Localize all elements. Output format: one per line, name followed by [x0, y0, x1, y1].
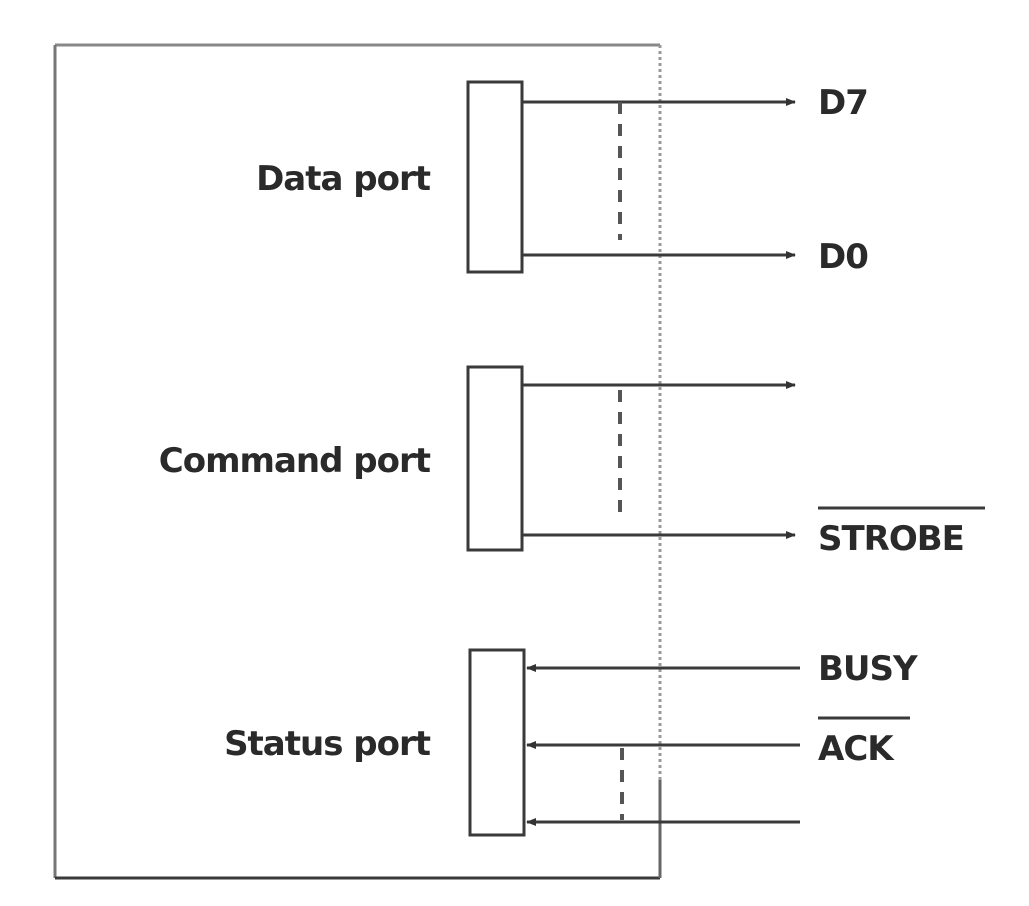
data-port: Data port D7 D0: [256, 80, 869, 277]
signal-ack: ACK: [818, 729, 895, 769]
status-port-label: Status port: [224, 724, 431, 764]
signal-strobe: STROBE: [818, 519, 964, 559]
status-port-register: [468, 648, 526, 837]
signal-d0: D0: [818, 237, 868, 277]
status-port: Status port BUSY ACK: [224, 648, 919, 837]
interface-box: [53, 43, 662, 880]
command-port: Command port STROBE: [159, 365, 985, 559]
data-port-label: Data port: [256, 159, 431, 199]
signal-d7: D7: [818, 83, 868, 123]
signal-busy: BUSY: [818, 649, 918, 689]
command-port-label: Command port: [159, 441, 431, 481]
command-port-register: [466, 365, 524, 552]
data-port-register: [466, 80, 524, 274]
